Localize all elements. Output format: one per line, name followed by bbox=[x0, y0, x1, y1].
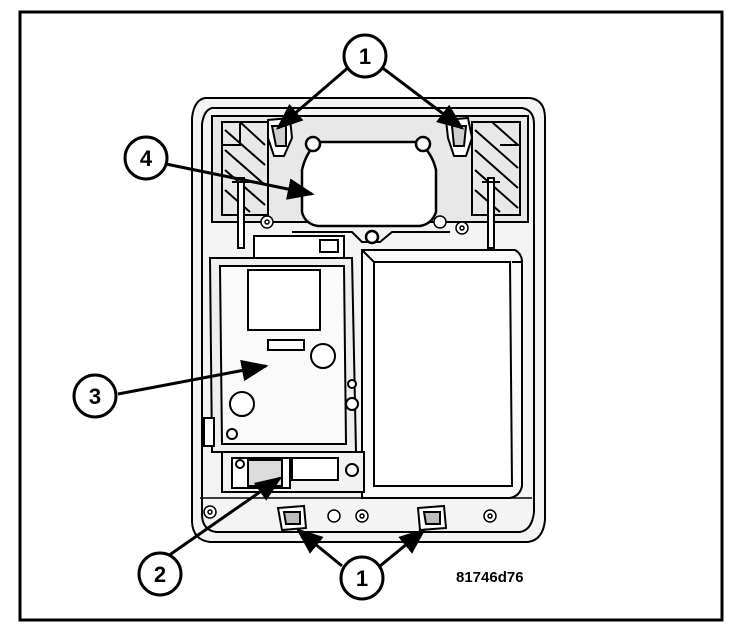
leader-1-bottom-right bbox=[379, 528, 427, 568]
module-3 bbox=[203, 235, 359, 453]
svg-text:1: 1 bbox=[356, 566, 368, 591]
leader-1-bottom-left bbox=[295, 528, 343, 568]
callout-4: 4 bbox=[123, 135, 169, 181]
svg-text:2: 2 bbox=[154, 562, 166, 587]
callout-1-bottom: 1 bbox=[339, 555, 385, 601]
clip-bottom-right bbox=[416, 504, 448, 532]
callout-1-top: 1 bbox=[342, 33, 388, 79]
aperture-4 bbox=[292, 135, 450, 245]
leader-1-top-left bbox=[275, 64, 351, 130]
leader-4 bbox=[165, 162, 315, 200]
leader-lines bbox=[117, 64, 465, 568]
leader-1-top-right bbox=[379, 64, 465, 130]
svg-text:3: 3 bbox=[89, 384, 101, 409]
screws-upper bbox=[260, 215, 469, 235]
clip-bottom-left bbox=[276, 504, 308, 532]
figure-id-code: 81746d76 bbox=[456, 569, 524, 586]
connector-2 bbox=[221, 451, 365, 493]
storage-tray bbox=[361, 249, 523, 499]
callout-2: 2 bbox=[137, 551, 183, 597]
svg-text:4: 4 bbox=[140, 146, 153, 171]
leader-2 bbox=[167, 476, 283, 558]
svg-text:1: 1 bbox=[359, 44, 371, 69]
leader-3 bbox=[117, 359, 269, 396]
callout-3: 3 bbox=[72, 373, 118, 419]
